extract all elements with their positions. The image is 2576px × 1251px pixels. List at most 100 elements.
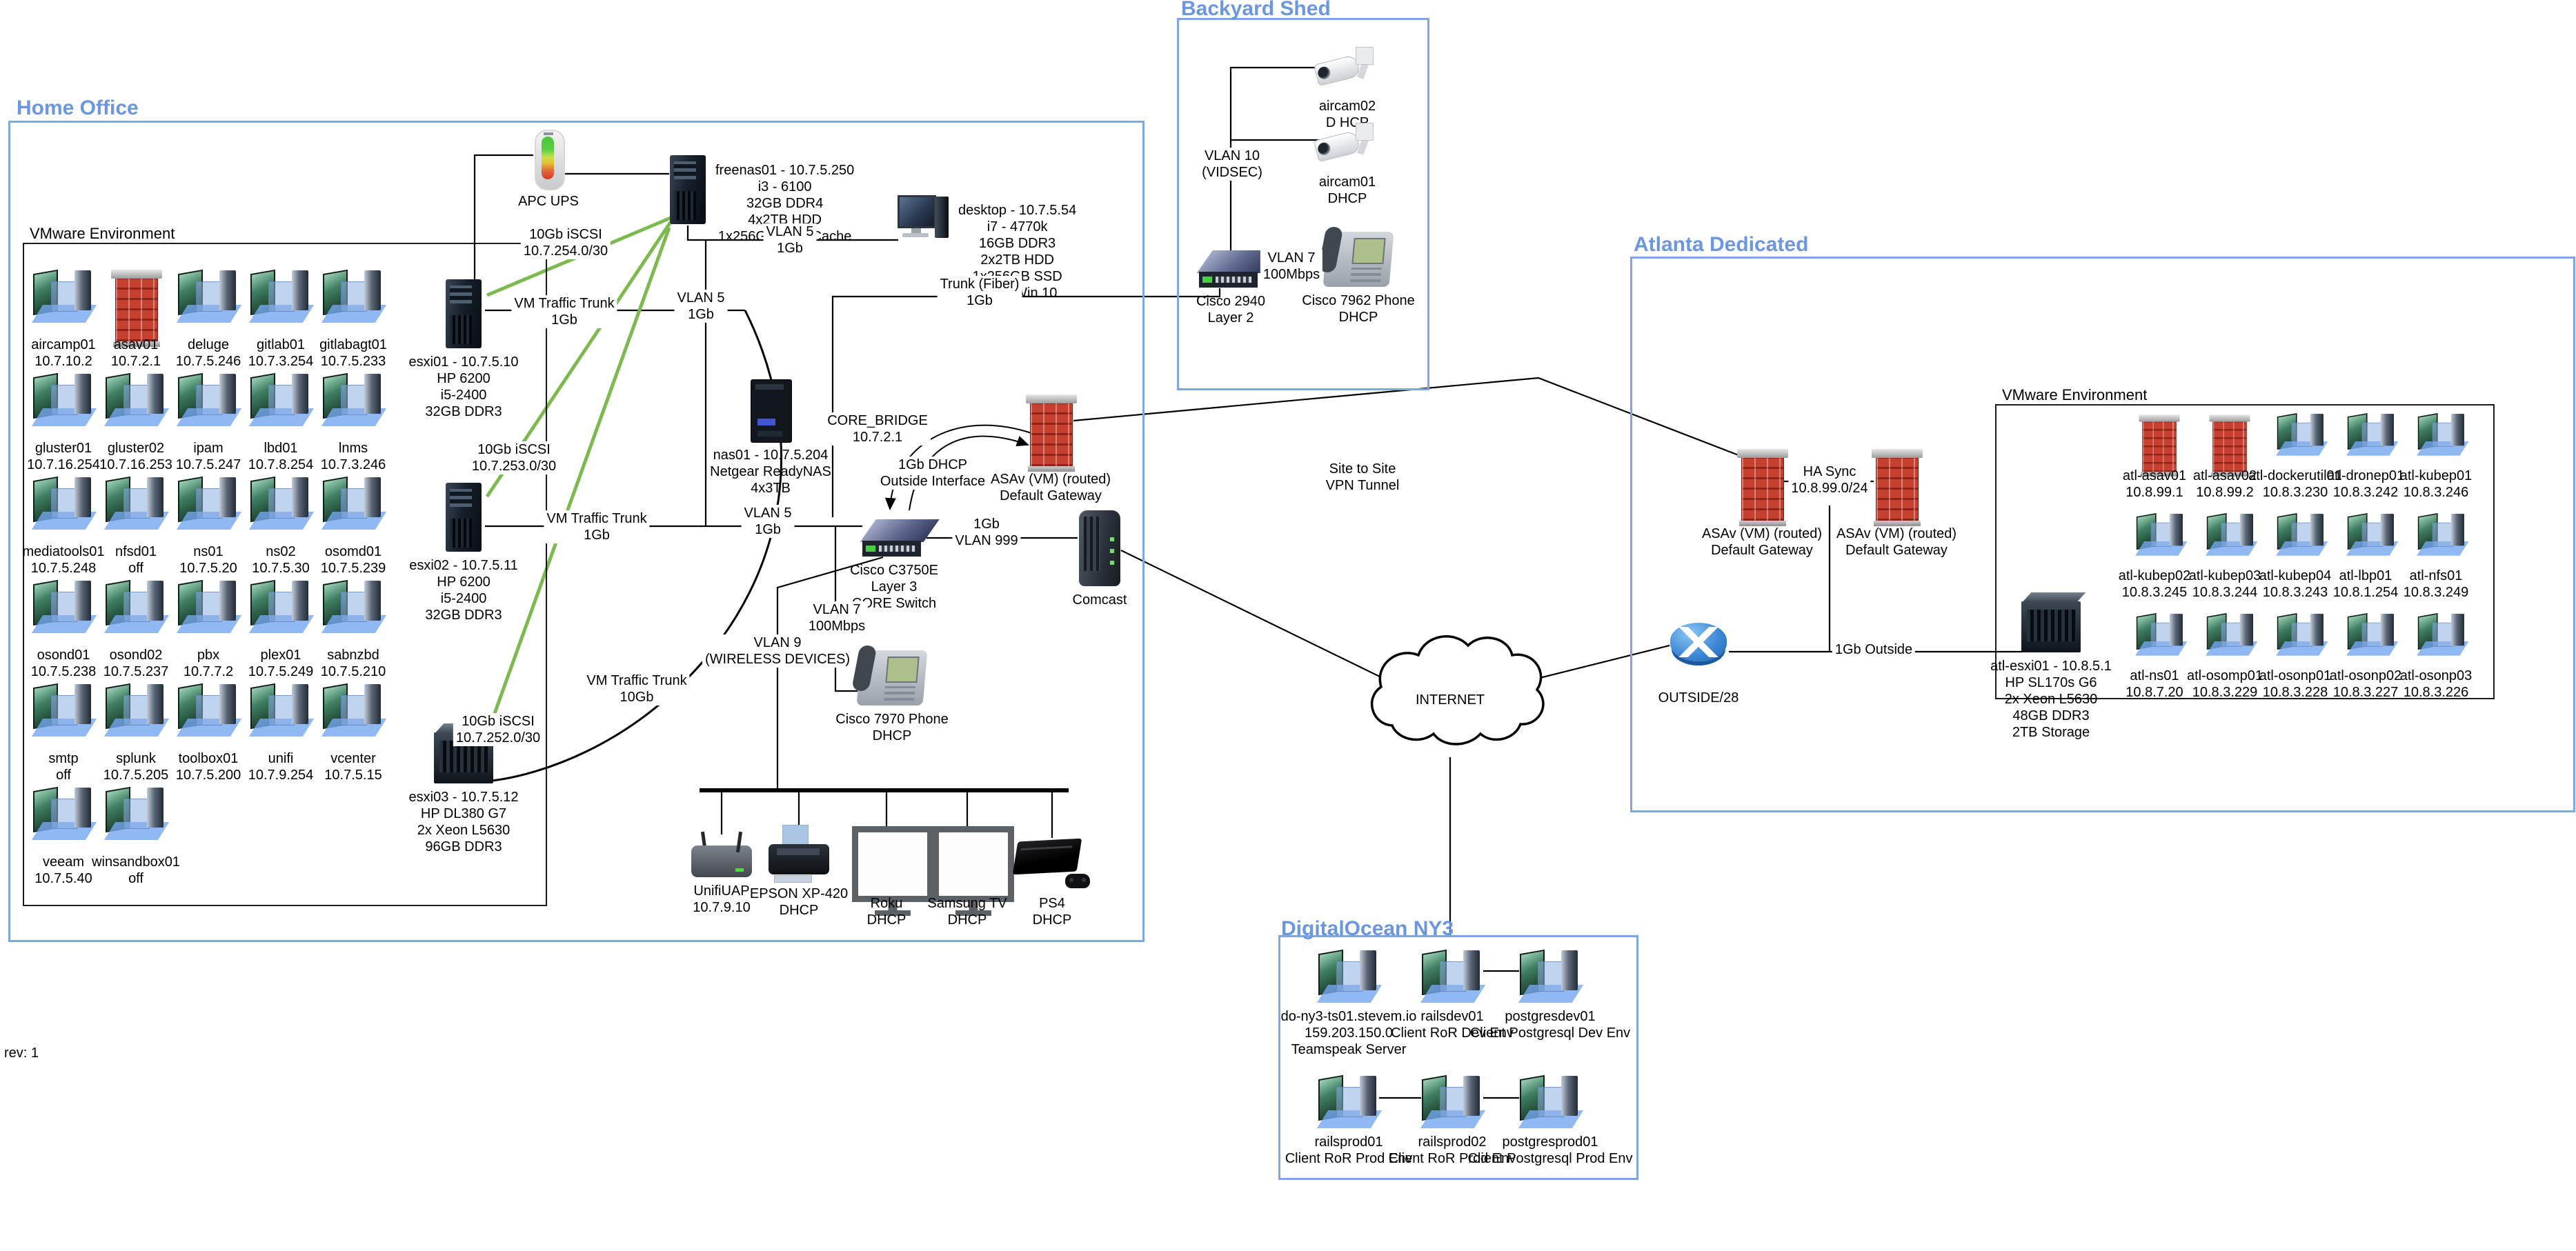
vm-icon[interactable]	[2135, 614, 2188, 656]
tower-server-icon[interactable]	[446, 483, 482, 552]
vm-icon[interactable]	[2206, 614, 2258, 656]
vm-icon[interactable]	[1420, 950, 1486, 1003]
vm-icon[interactable]	[2346, 514, 2399, 556]
access-point-icon[interactable]	[691, 833, 752, 877]
rack-server-icon[interactable]	[2021, 601, 2081, 652]
firewall-icon[interactable]	[1872, 449, 1923, 526]
vm-icon[interactable]	[248, 477, 315, 530]
vm-icon[interactable]	[176, 374, 242, 426]
icon-part	[51, 695, 77, 725]
vm-icon[interactable]	[2276, 514, 2328, 556]
vm-icon[interactable]	[1518, 950, 1584, 1003]
vm-icon[interactable]	[1316, 950, 1383, 1003]
ip-phone-icon[interactable]	[1322, 232, 1394, 287]
vm-icon[interactable]	[321, 270, 387, 323]
vm-icon[interactable]	[31, 684, 97, 737]
vm-icon[interactable]	[176, 684, 242, 737]
vm-icon[interactable]	[1518, 1076, 1584, 1128]
icon-part	[1349, 268, 1382, 282]
vm-icon[interactable]	[321, 684, 387, 737]
switch-icon[interactable]	[1196, 250, 1276, 288]
vm-icon[interactable]	[103, 477, 170, 530]
icon-part	[1028, 466, 1075, 472]
vm-icon[interactable]	[2206, 514, 2258, 556]
vm-icon[interactable]	[103, 684, 170, 737]
tower-server-icon[interactable]	[446, 279, 482, 348]
firewall-icon[interactable]	[2139, 414, 2180, 477]
vm-icon[interactable]	[31, 477, 97, 530]
icon-part	[111, 270, 162, 279]
icon-part	[196, 592, 222, 622]
vm-icon[interactable]	[176, 581, 242, 633]
camera-icon[interactable]	[1314, 121, 1379, 168]
vm-icon[interactable]	[103, 788, 170, 840]
vm-icon[interactable]	[321, 581, 387, 633]
vm-icon[interactable]	[248, 581, 315, 633]
ups-icon[interactable]	[535, 130, 565, 190]
vm-icon[interactable]	[2135, 514, 2188, 556]
firewall-icon[interactable]	[2209, 414, 2250, 477]
vm-icon[interactable]	[31, 581, 97, 633]
printer-icon[interactable]	[769, 825, 829, 883]
vm-icon[interactable]	[2417, 514, 2469, 556]
vm-icon[interactable]	[2276, 614, 2328, 656]
node-outside28-label: OUTSIDE/28	[1658, 690, 1739, 705]
vm-icon[interactable]	[2276, 414, 2328, 456]
vm-icon[interactable]	[103, 374, 170, 426]
vm-icon[interactable]	[2346, 614, 2399, 656]
icon-part	[2361, 422, 2384, 447]
tower-server-icon[interactable]	[670, 155, 706, 224]
vm-icon[interactable]	[31, 374, 97, 426]
link-label-outside-1gb: 1Gb Outside	[1832, 641, 1916, 658]
icon-part	[1674, 627, 1723, 657]
nas-icon[interactable]	[751, 379, 792, 443]
desktop-icon[interactable]	[898, 195, 949, 246]
node-comcast-label: Comcast	[1072, 592, 1127, 608]
vm-icon[interactable]	[2417, 614, 2469, 656]
digitalocean-box	[1278, 935, 1638, 1180]
vm-icon[interactable]	[103, 581, 170, 633]
vm-icon[interactable]	[321, 374, 387, 426]
vm-icon[interactable]	[248, 374, 315, 426]
camera-icon[interactable]	[1314, 46, 1379, 92]
icon-part	[883, 686, 915, 701]
vm-icon[interactable]	[176, 477, 242, 530]
icon-part	[268, 592, 295, 622]
vm-icon[interactable]	[31, 270, 97, 323]
icon-part	[51, 281, 77, 312]
vm-icon[interactable]	[1316, 1076, 1383, 1128]
internet-cloud[interactable]	[1370, 635, 1545, 745]
tv-icon[interactable]	[933, 826, 1014, 902]
vm-icon[interactable]	[248, 684, 315, 737]
game-console-icon[interactable]	[1012, 834, 1090, 890]
vm-icon[interactable]	[2417, 414, 2469, 456]
backyard-shed-box	[1177, 18, 1429, 390]
router-icon[interactable]	[1670, 623, 1727, 661]
firewall-icon[interactable]	[1026, 394, 1077, 472]
firewall-icon[interactable]	[1737, 449, 1788, 526]
vm-icon[interactable]	[321, 477, 387, 530]
firewall-icon[interactable]	[111, 270, 162, 347]
cable-modem-icon[interactable]	[1079, 510, 1120, 586]
switch-icon[interactable]	[860, 519, 940, 557]
vm-icon[interactable]	[31, 788, 97, 840]
icon-part	[341, 385, 367, 415]
ip-phone-icon[interactable]	[856, 650, 928, 705]
icon-part	[935, 197, 949, 238]
vm-icon[interactable]	[248, 270, 315, 323]
vm-icon[interactable]	[176, 270, 242, 323]
vm-icon[interactable]	[1420, 1076, 1486, 1128]
home-vmware-label: VMware Environment	[30, 225, 175, 242]
vm-icon[interactable]	[2346, 414, 2399, 456]
tv-icon[interactable]	[852, 826, 933, 902]
